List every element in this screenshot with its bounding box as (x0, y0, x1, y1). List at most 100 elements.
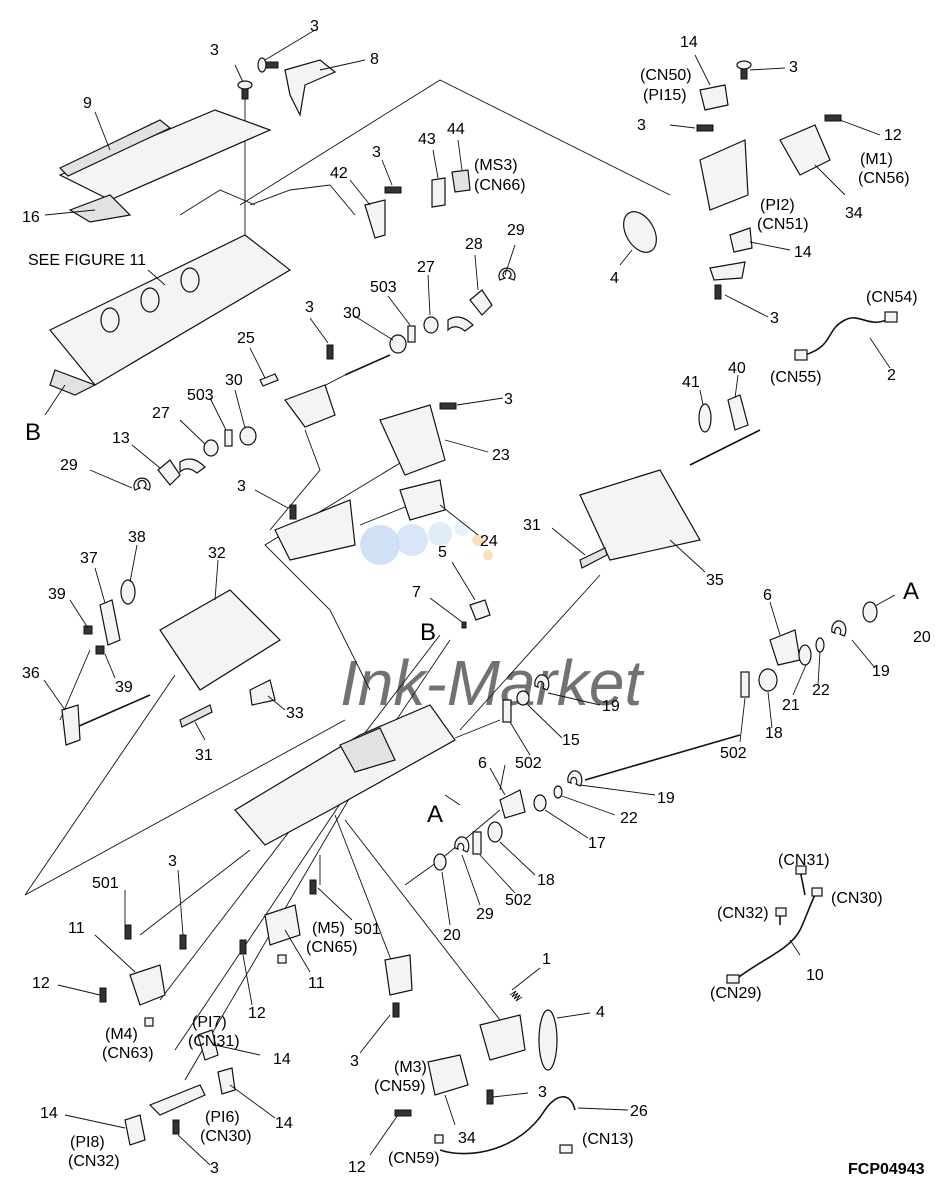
callout-36: 36 (22, 665, 40, 682)
callout-30: 30 (343, 305, 361, 322)
callout-6: 6 (478, 755, 487, 772)
callout-3: 3 (237, 478, 246, 495)
label-cn32: (CN32) (68, 1153, 120, 1170)
label-cn30: (CN30) (200, 1128, 252, 1145)
watermark-text: Ink-Market (340, 647, 645, 719)
figure-id: FCP04943 (848, 1161, 925, 1178)
callout-30: 30 (225, 372, 243, 389)
label-m1: (M1) (860, 151, 893, 168)
callout-3: 3 (789, 59, 798, 76)
callout-42: 42 (330, 165, 348, 182)
label-cn30: (CN30) (831, 890, 883, 907)
callout-44: 44 (447, 121, 465, 138)
callout-3: 3 (538, 1084, 547, 1101)
callout-3: 3 (350, 1053, 359, 1070)
callout-12: 12 (348, 1159, 366, 1176)
callout-14: 14 (794, 244, 812, 261)
callout-34: 34 (458, 1130, 476, 1147)
label-cn66: (CN66) (474, 177, 526, 194)
callout-8: 8 (370, 51, 379, 68)
callout-502: 502 (505, 892, 532, 909)
callout-29: 29 (476, 906, 494, 923)
connector-cn54 (884, 311, 898, 323)
part-5 (469, 599, 491, 621)
callout-35: 35 (706, 572, 724, 589)
bracket-pi2 (709, 261, 746, 281)
belt-4-top (623, 211, 657, 253)
label-pi6: (PI6) (205, 1109, 240, 1126)
callout-14: 14 (680, 34, 698, 51)
rollers (100, 267, 200, 333)
part-8 (284, 59, 337, 117)
part-42 (364, 199, 386, 239)
callout-1: 1 (542, 951, 551, 968)
gears-upper (133, 267, 516, 491)
callout-17: 17 (588, 835, 606, 852)
main-frame (234, 704, 456, 846)
callout-18: 18 (537, 872, 555, 889)
watermark: Ink-Market (340, 520, 645, 719)
motor-m5 (264, 904, 301, 946)
label-cn63: (CN63) (102, 1045, 154, 1062)
callout-3: 3 (310, 18, 319, 35)
callout-14: 14 (275, 1115, 293, 1132)
callout-16: 16 (22, 209, 40, 226)
motor-m3 (427, 1054, 469, 1096)
callout-43: 43 (418, 131, 436, 148)
callout-B: B (25, 419, 41, 446)
callout-labels: 3 8 3 9 16 B 3 43 44 (MS3) (CN66) 42 14 … (22, 18, 931, 1177)
callout-2: 2 (887, 367, 896, 384)
springs-39 (83, 625, 105, 655)
label-cn31: (CN31) (778, 852, 830, 869)
label-cn32: (CN32) (717, 905, 769, 922)
callout-33: 33 (286, 705, 304, 722)
callout-3: 3 (210, 42, 219, 59)
connector-cn31-harness (795, 865, 807, 875)
label-cn59: (CN59) (374, 1078, 426, 1095)
label-pi7: (PI7) (192, 1014, 227, 1031)
label-cn29: (CN29) (710, 985, 762, 1002)
motor-m1 (779, 124, 831, 176)
callout-31: 31 (523, 517, 541, 534)
gear-train-right (433, 601, 878, 871)
part-7 (461, 621, 467, 629)
callout-3: 3 (305, 299, 314, 316)
connector-cn29 (726, 974, 740, 984)
callout-20: 20 (913, 629, 931, 646)
callout-503: 503 (370, 279, 397, 296)
label-m5: (M5) (312, 920, 345, 937)
callout-3: 3 (770, 310, 779, 327)
callout-39: 39 (115, 679, 133, 696)
label-pi2: (PI2) (760, 197, 795, 214)
part-35 (579, 469, 701, 561)
callout-25: 25 (237, 330, 255, 347)
callout-40: 40 (728, 360, 746, 377)
callout-3: 3 (372, 144, 381, 161)
harness-26 (439, 1096, 576, 1155)
callout-A: A (427, 801, 443, 828)
connector-cn63 (144, 1017, 154, 1027)
part-41 (698, 403, 712, 433)
callout-4: 4 (610, 270, 619, 287)
part-44 (451, 169, 471, 193)
connector-cn32-harness (775, 907, 787, 917)
callout-14: 14 (273, 1051, 291, 1068)
label-cn59: (CN59) (388, 1150, 440, 1167)
label-m4: (M4) (105, 1026, 138, 1043)
shaft-36 (69, 694, 151, 731)
connector-cn59 (434, 1134, 444, 1144)
callout-7: 7 (412, 584, 421, 601)
callout-23: 23 (492, 447, 510, 464)
callout-12: 12 (248, 1005, 266, 1022)
callout-37: 37 (80, 550, 98, 567)
callout-32: 32 (208, 545, 226, 562)
label-cn50: (CN50) (640, 67, 692, 84)
callout-leaders (43, 29, 896, 1166)
callout-19: 19 (602, 698, 620, 715)
callout-24: 24 (480, 533, 498, 550)
part-14-mid (729, 227, 753, 253)
callout-3: 3 (504, 391, 513, 408)
callout-20: 20 (443, 927, 461, 944)
label-cn51: (CN51) (757, 216, 809, 233)
callout-19: 19 (657, 790, 675, 807)
